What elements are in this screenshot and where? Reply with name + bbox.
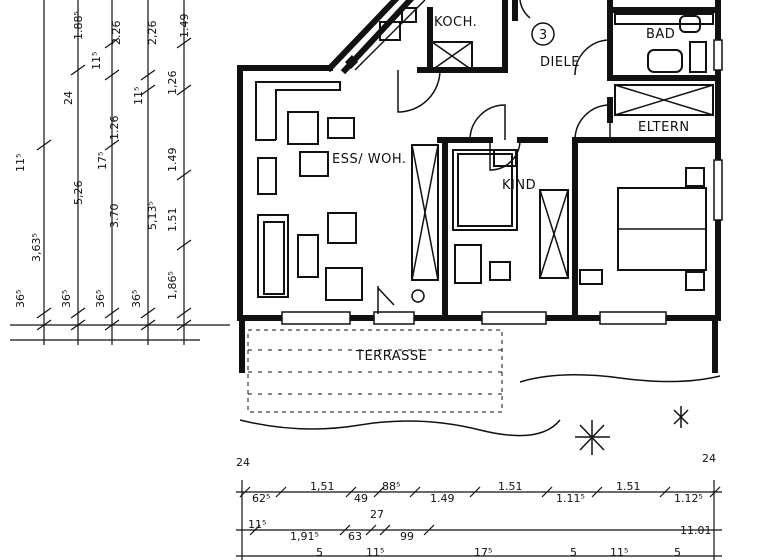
room-labels: KOCH. BAD 3 DIELE ELTERN ESS/ WOH. KIND … <box>332 15 690 364</box>
dim-left-c5-3: 1.51 <box>166 208 179 233</box>
dim-left-c1-4: 36⁵ <box>14 290 27 308</box>
dim-bottom-row2-0: 11⁵ <box>248 518 266 531</box>
dim-left-c1-1: 24 <box>62 91 75 105</box>
dim-bottom-row3-5: 5 <box>674 546 681 559</box>
living-furniture <box>255 81 439 314</box>
dim-left-c1-3: 11⁵ <box>14 154 27 172</box>
room-label-ess-woh: ESS/ WOH. <box>332 152 407 167</box>
room-label-terrasse: TERRASSE <box>355 349 427 364</box>
dim-bottom-row1-1: 1,51 <box>310 480 335 493</box>
dim-bottom-row2-1: 1,91⁵ <box>290 530 319 543</box>
dim-bottom-row2-2: 63 <box>348 530 362 543</box>
room-label-kind: KIND <box>502 178 536 193</box>
kind-furniture <box>452 149 569 284</box>
star-symbol <box>673 406 689 428</box>
dim-bottom-row1-2: 49 <box>354 492 368 505</box>
eltern-furniture <box>579 167 707 291</box>
dim-left-c5-1: 1,26 <box>166 71 179 96</box>
plant-symbol <box>575 420 610 455</box>
dim-bottom-row2-4: 99 <box>400 530 414 543</box>
doors <box>397 0 611 171</box>
dim-left-c2-1: 11⁵ <box>90 52 103 70</box>
dim-left-c5-2: 1.49 <box>166 148 179 173</box>
room-label-eltern: ELTERN <box>638 120 690 135</box>
dim-left-c2-3: 36⁵ <box>60 290 73 308</box>
room-number-circle <box>531 22 555 46</box>
bathroom-fixtures <box>614 13 714 116</box>
left-dimension-chains: 1.88⁵ 24 3,63⁵ 11⁵ 36⁵ 2.26 11⁵ 5,26 36⁵… <box>10 0 230 345</box>
room-label-diele: DIELE <box>540 55 580 70</box>
dim-left-c2-0: 2.26 <box>110 21 123 46</box>
dim-left-c1-0: 1.88⁵ <box>72 11 85 40</box>
dim-bottom-row1-8: 1.12⁵ <box>674 492 703 505</box>
bottom-dimension-chains: 24 24 62⁵ 1,51 49 88⁵ 1.49 1.51 1.11⁵ 1.… <box>236 452 722 560</box>
kitchen-fixtures <box>345 0 473 71</box>
terrace <box>239 319 721 455</box>
dim-left-c5-4: 1,86⁵ <box>166 271 179 300</box>
dim-left-c4-3: 36⁵ <box>130 290 143 308</box>
dim-bottom-row1-0: 62⁵ <box>252 492 270 505</box>
dim-bottom-row1-7: 1.51 <box>616 480 641 493</box>
dim-bottom-corner-left: 24 <box>236 456 250 469</box>
dim-left-c2-2: 5,26 <box>72 181 85 206</box>
dim-left-c4-0: 2,26 <box>146 21 159 46</box>
dim-bottom-row3-2: 17⁵ <box>474 546 492 559</box>
dim-left-c3-2: 3.70 <box>108 204 121 229</box>
dim-bottom-row3-3: 5 <box>570 546 577 559</box>
room-number: 3 <box>539 28 547 43</box>
dim-bottom-row3-4: 11⁵ <box>610 546 628 559</box>
dim-bottom-row1-5: 1.51 <box>498 480 523 493</box>
dim-left-c1-2: 3,63⁵ <box>30 233 43 262</box>
dim-left-c3-1: 17⁵ <box>96 152 109 170</box>
dim-left-c5-0: 1.49 <box>178 14 191 39</box>
dim-left-c3-3: 36⁵ <box>94 290 107 308</box>
dim-bottom-row3-0: 5 <box>316 546 323 559</box>
dim-bottom-row1-4: 1.49 <box>430 492 455 505</box>
dim-bottom-corner-right: 24 <box>702 452 716 465</box>
room-label-bad: BAD <box>646 27 675 42</box>
dim-left-c4-1: 11⁵ <box>132 87 145 105</box>
dim-bottom-row2-5: 11.01 <box>680 524 712 537</box>
dim-bottom-row2-3: 27 <box>370 508 384 521</box>
room-label-koch: KOCH. <box>434 15 477 30</box>
dim-bottom-row1-3: 88⁵ <box>382 480 400 493</box>
dim-left-c4-2: 5,13⁵ <box>146 201 159 230</box>
dim-bottom-row1-6: 1.11⁵ <box>556 492 585 505</box>
dim-left-c3-0: 1.26 <box>108 116 121 141</box>
windows <box>281 39 723 325</box>
dim-bottom-row3-1: 11⁵ <box>366 546 384 559</box>
